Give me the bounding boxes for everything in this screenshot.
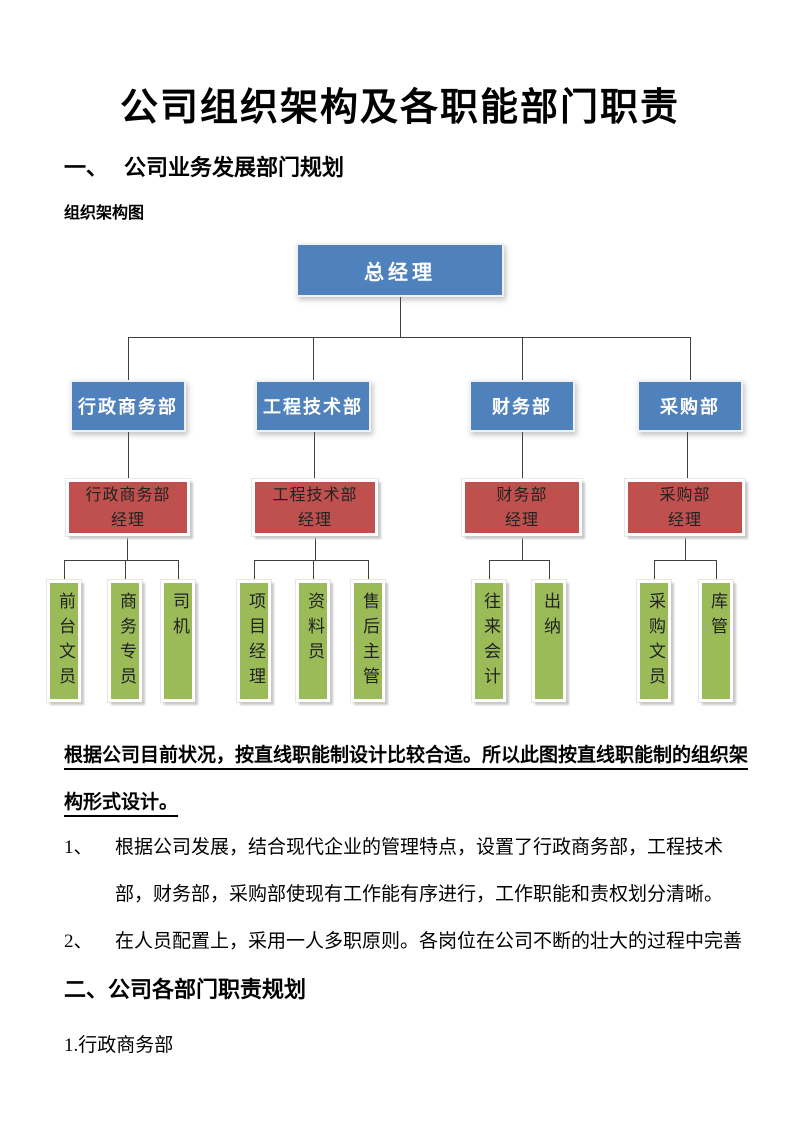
org-staff-business-specialist: 商务专员 [108, 580, 142, 702]
section1-heading: 一、公司业务发展部门规划 [64, 150, 344, 182]
note-paragraph: 根据公司目前状况，按直线职能制设计比较合适。所以此图按直线职能制的组织架构形式设… [64, 745, 749, 813]
org-staff-driver: 司机 [161, 580, 195, 702]
connector-line [127, 536, 128, 560]
org-staff-after-sales-supervisor: 售后主管 [351, 580, 385, 702]
connector-line [125, 560, 126, 580]
org-node-admin-business-manager: 行政商务部 经理 [66, 479, 190, 536]
connector-line [489, 560, 490, 580]
manager-label-line1: 行政商务部 [85, 486, 171, 504]
section1-number: 一、 [64, 155, 109, 180]
manager-label-line2: 经理 [667, 511, 702, 529]
org-node-engineering-tech-manager: 工程技术部 经理 [252, 479, 378, 536]
org-node-admin-business-dept: 行政商务部 [70, 380, 186, 432]
section2-sub-item: 1.行政商务部 [64, 1030, 173, 1057]
connector-line [716, 560, 717, 580]
connector-line [313, 337, 314, 380]
section2-heading: 二、公司各部门职责规划 [64, 977, 307, 1002]
org-node-engineering-tech-dept: 工程技术部 [255, 380, 371, 432]
connector-line [654, 560, 655, 580]
manager-label-line2: 经理 [110, 511, 145, 529]
connector-line [178, 560, 179, 580]
list-item-number: 2、 [64, 931, 93, 952]
org-node-finance-dept: 财务部 [469, 380, 575, 432]
connector-line [549, 560, 550, 580]
connector-line [368, 560, 369, 580]
connector-line [315, 536, 316, 560]
connector-line [313, 560, 314, 580]
org-staff-purchasing-clerk: 采购文员 [637, 580, 671, 702]
manager-label-line2: 经理 [504, 511, 539, 529]
document-title: 公司组织架构及各职能部门职责 [119, 87, 680, 129]
connector-line [489, 560, 550, 561]
list-item-text: 在人员配置上，采用一人多职原则。各岗位在公司不断的壮大的过程中完善 [115, 931, 743, 952]
connector-line [254, 560, 255, 580]
connector-line [254, 560, 369, 561]
connector-line [400, 297, 401, 337]
connector-line [522, 536, 523, 560]
connector-line [64, 560, 65, 580]
org-node-purchasing-manager: 采购部 经理 [625, 479, 745, 536]
connector-line [128, 432, 129, 479]
org-staff-warehouse-keeper: 库管 [699, 580, 733, 702]
list-item-number: 1、 [64, 837, 93, 858]
org-staff-project-manager: 项目经理 [237, 580, 271, 702]
connector-line [314, 432, 315, 479]
numbered-list: 1、 根据公司发展，结合现代企业的管理特点，设置了行政商务部，工程技术部，财务部… [64, 824, 754, 965]
connector-line [687, 432, 688, 479]
sub-item-label: 行政商务部 [78, 1035, 174, 1056]
manager-label-line1: 财务部 [496, 486, 548, 504]
sub-item-number: 1. [64, 1035, 79, 1056]
connector-line [685, 536, 686, 560]
connector-line [522, 432, 523, 479]
connector-line [690, 337, 691, 380]
org-node-purchasing-dept: 采购部 [637, 380, 743, 432]
manager-label-line2: 经理 [297, 511, 332, 529]
org-node-finance-manager: 财务部 经理 [462, 479, 582, 536]
connector-line [128, 337, 129, 380]
org-node-general-manager: 总经理 [296, 243, 504, 297]
connector-line [64, 560, 179, 561]
org-chart-caption: 组织架构图 [64, 205, 145, 222]
connector-line [654, 560, 717, 561]
connector-line [522, 337, 523, 380]
list-item: 1、 根据公司发展，结合现代企业的管理特点，设置了行政商务部，工程技术部，财务部… [64, 824, 754, 918]
section1-heading-text: 公司业务发展部门规划 [124, 155, 345, 180]
org-staff-accounts-clerk: 往来会计 [472, 580, 506, 702]
manager-label-line1: 工程技术部 [272, 486, 358, 504]
org-staff-cashier: 出纳 [532, 580, 566, 702]
manager-label-line1: 采购部 [659, 486, 711, 504]
list-item-text: 根据公司发展，结合现代企业的管理特点，设置了行政商务部，工程技术部，财务部，采购… [115, 837, 724, 905]
org-staff-front-desk-clerk: 前台文员 [47, 580, 81, 702]
org-staff-document-clerk: 资料员 [296, 580, 330, 702]
connector-line [128, 337, 691, 338]
list-item: 2、 在人员配置上，采用一人多职原则。各岗位在公司不断的壮大的过程中完善 [64, 918, 754, 965]
